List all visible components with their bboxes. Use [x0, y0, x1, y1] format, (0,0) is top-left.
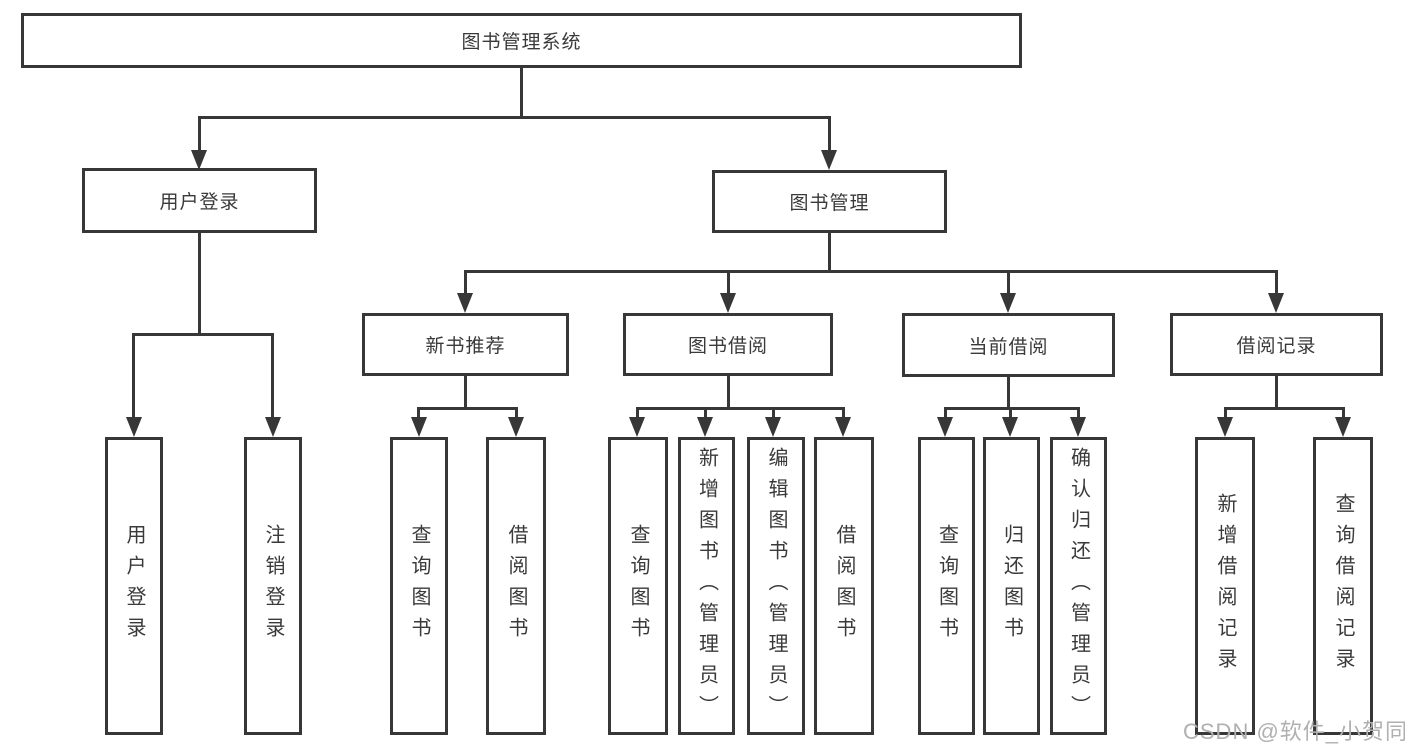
arrowhead-down-icon [1002, 417, 1018, 437]
arrowhead-down-icon [1070, 417, 1086, 437]
arrowhead-down-icon [508, 417, 524, 437]
edge-stub-leaf-user-login [132, 333, 135, 418]
edge-stub-current-borrowing [1007, 270, 1010, 295]
node-library-system-root: 图书管理系统 [21, 13, 1022, 68]
arrowhead-down-icon [1335, 417, 1351, 437]
node-book-management: 图书管理 [712, 170, 947, 233]
edge-borrow-vline [727, 376, 730, 410]
arrowhead-down-icon [765, 417, 781, 437]
edge-records-hline [1224, 407, 1345, 410]
edge-root-hline [198, 116, 831, 119]
arrowhead-down-icon [937, 417, 953, 437]
leaf-logout-login: 注销登录 [244, 437, 302, 735]
arrowhead-down-icon [126, 417, 142, 437]
leaf-current-query-books: 查询图书 [918, 437, 975, 735]
leaf-borrow-add-books-admin: 新增图书（管理员） [678, 437, 735, 735]
node-book-borrowing: 图书借阅 [623, 313, 833, 376]
edge-stub-borrow-query [636, 407, 639, 419]
edge-login-hline [132, 333, 274, 336]
edge-stub-new-book-rec [464, 270, 467, 295]
edge-stub-rec-borrow [515, 407, 518, 419]
leaf-borrow-query-books: 查询图书 [608, 437, 668, 735]
arrowhead-down-icon [265, 417, 281, 437]
arrowhead-down-icon [411, 417, 427, 437]
leaf-current-return-books: 归还图书 [983, 437, 1040, 735]
edge-current-hline [944, 407, 1080, 410]
edge-stub-records-query [1342, 407, 1345, 419]
leaf-rec-borrow-books: 借阅图书 [486, 437, 546, 735]
arrowhead-down-icon [697, 417, 713, 437]
arrowhead-down-icon [629, 417, 645, 437]
leaf-user-login: 用户登录 [105, 437, 163, 735]
node-user-login: 用户登录 [82, 168, 317, 233]
arrowhead-down-icon [720, 293, 736, 313]
leaf-borrow-borrow-books: 借阅图书 [814, 437, 874, 735]
arrowhead-down-icon [457, 293, 473, 313]
arrowhead-down-icon [191, 150, 207, 170]
leaf-records-query-record: 查询借阅记录 [1313, 437, 1373, 735]
edge-stub-rec-query [417, 407, 420, 419]
leaf-rec-query-books: 查询图书 [390, 437, 448, 735]
edge-stub-current-return [1009, 407, 1012, 419]
node-new-book-recommendation: 新书推荐 [362, 313, 569, 376]
arrowhead-down-icon [821, 150, 837, 170]
edge-rec-hline [417, 407, 518, 410]
edge-stub-book-management [828, 116, 831, 152]
edge-current-vline [1007, 376, 1010, 410]
edge-mgmt-hline [464, 270, 1278, 273]
node-borrowing-records: 借阅记录 [1170, 313, 1383, 376]
edge-rec-vline [464, 376, 467, 410]
arrowhead-down-icon [1000, 293, 1016, 313]
edge-borrow-hline [636, 407, 845, 410]
edge-stub-user-login [198, 116, 201, 152]
node-current-borrowing: 当前借阅 [902, 313, 1115, 377]
leaf-current-confirm-return-admin: 确认归还（管理员） [1050, 437, 1107, 735]
leaf-borrow-edit-books-admin: 编辑图书（管理员） [747, 437, 805, 735]
arrowhead-down-icon [1268, 293, 1284, 313]
edge-stub-borrow-edit [772, 407, 775, 419]
edge-stub-current-confirm [1077, 407, 1080, 419]
edge-mgmt-vline [828, 233, 831, 273]
leaf-records-add-record: 新增借阅记录 [1195, 437, 1255, 735]
edge-root-vline [520, 68, 523, 119]
edge-stub-current-query [944, 407, 947, 419]
edge-records-vline [1275, 376, 1278, 410]
edge-stub-borrowing-records [1275, 270, 1278, 295]
edge-stub-borrow-add [704, 407, 707, 419]
edge-stub-records-add [1224, 407, 1227, 419]
edge-stub-leaf-logout [271, 333, 274, 418]
edge-stub-book-borrowing [727, 270, 730, 295]
edge-stub-borrow-borrow [842, 407, 845, 419]
arrowhead-down-icon [1217, 417, 1233, 437]
arrowhead-down-icon [835, 417, 851, 437]
edge-login-vline [198, 233, 201, 336]
csdn-watermark: CSDN @软件_小贺同学 [1183, 719, 1405, 744]
